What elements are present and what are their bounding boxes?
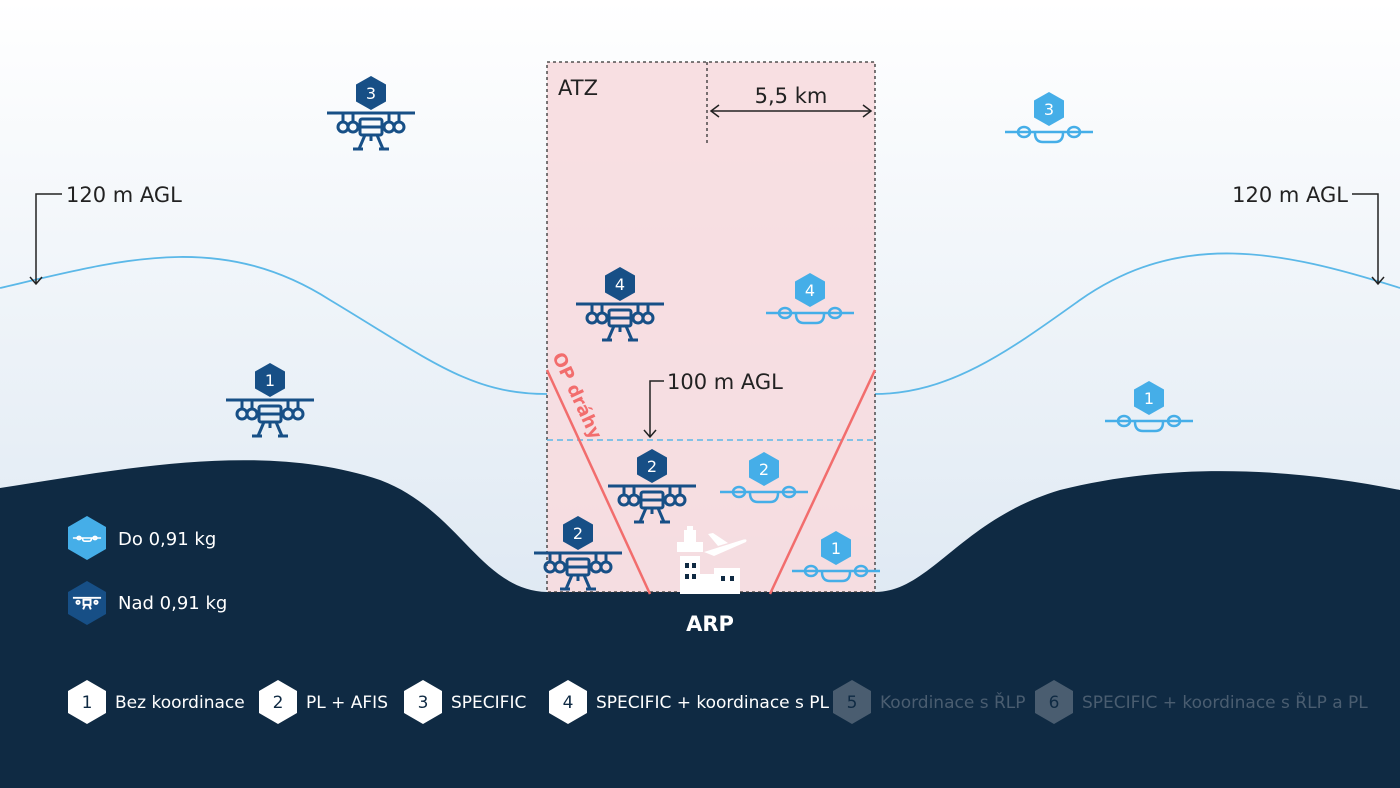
category-legend: 1 Bez koordinace 2 PL + AFIS 3 SPECIFIC …	[68, 680, 1368, 724]
svg-text:Koordinace s ŘLP: Koordinace s ŘLP	[880, 691, 1026, 713]
heavy-drone-icon	[68, 581, 106, 625]
svg-text:3: 3	[366, 84, 376, 103]
svg-text:2: 2	[573, 524, 583, 543]
drone-cat2-heavy: 2	[606, 449, 698, 524]
svg-text:2: 2	[647, 457, 657, 476]
legend-cat-3: 3 SPECIFIC	[404, 680, 526, 724]
runway-zone-left-line	[545, 369, 652, 595]
airport-tower-icon	[677, 526, 747, 594]
legend-cat-4: 4 SPECIFIC + koordinace s PL	[549, 680, 830, 724]
agl-100-label: 100 m AGL	[667, 370, 783, 394]
runway-zone-right-line	[768, 369, 877, 595]
drone-cat4-heavy: 4	[574, 267, 666, 342]
legend-heavy-drone: Nad 0,91 kg	[68, 581, 227, 625]
agl-left-label: 120 m AGL	[66, 183, 182, 207]
svg-text:4: 4	[615, 275, 625, 294]
legend-light-drone: Do 0,91 kg	[68, 516, 216, 560]
drone-cat1-heavy: 1	[224, 363, 316, 438]
drone-cat3-light: 3	[1003, 92, 1095, 144]
agl-right-arrow	[1352, 193, 1385, 286]
drone-cat2-light: 2	[718, 452, 810, 504]
svg-text:4: 4	[805, 281, 815, 300]
legend-cat-5: 5 Koordinace s ŘLP	[833, 680, 1026, 724]
arp-label: ARP	[686, 612, 734, 636]
agl-100-arrow	[643, 380, 664, 439]
svg-text:SPECIFIC + koordinace s PL: SPECIFIC + koordinace s PL	[596, 693, 830, 713]
agl-right-label: 120 m AGL	[1232, 183, 1348, 207]
legend-cat-6: 6 SPECIFIC + koordinace s ŘLP a PL	[1035, 680, 1368, 724]
drone-cat2-heavy-ground: 2	[532, 516, 624, 591]
legend-cat-1: 1 Bez koordinace	[68, 680, 245, 724]
svg-text:3: 3	[1044, 100, 1054, 119]
legend-light-label: Do 0,91 kg	[118, 529, 216, 550]
svg-text:2: 2	[759, 460, 769, 479]
drone-cat4-light: 4	[764, 273, 856, 325]
legend-cat-2: 2 PL + AFIS	[259, 680, 388, 724]
svg-text:SPECIFIC: SPECIFIC	[451, 693, 526, 713]
legend-heavy-label: Nad 0,91 kg	[118, 593, 227, 614]
svg-text:SPECIFIC + koordinace s ŘLP a: SPECIFIC + koordinace s ŘLP a PL	[1082, 691, 1368, 713]
svg-text:3: 3	[418, 693, 429, 713]
drone-cat1-light: 1	[1103, 381, 1195, 433]
svg-text:1: 1	[1144, 389, 1154, 408]
drone-cat3-heavy: 3	[325, 76, 417, 151]
distance-arrow	[709, 104, 873, 118]
svg-text:4: 4	[563, 693, 574, 713]
svg-text:1: 1	[82, 693, 93, 713]
agl-120-line	[0, 252, 1400, 395]
atz-zone	[547, 62, 875, 592]
svg-text:1: 1	[831, 539, 841, 558]
svg-text:2: 2	[273, 693, 284, 713]
svg-text:PL + AFIS: PL + AFIS	[306, 693, 388, 713]
svg-text:6: 6	[1049, 693, 1060, 713]
svg-text:Bez koordinace: Bez koordinace	[115, 693, 245, 713]
agl-left-arrow	[29, 193, 62, 286]
distance-label: 5,5 km	[755, 84, 828, 108]
drone-cat1-light-ground: 1	[790, 531, 882, 583]
svg-text:1: 1	[265, 371, 275, 390]
svg-text:5: 5	[847, 693, 858, 713]
atz-label: ATZ	[558, 76, 598, 100]
